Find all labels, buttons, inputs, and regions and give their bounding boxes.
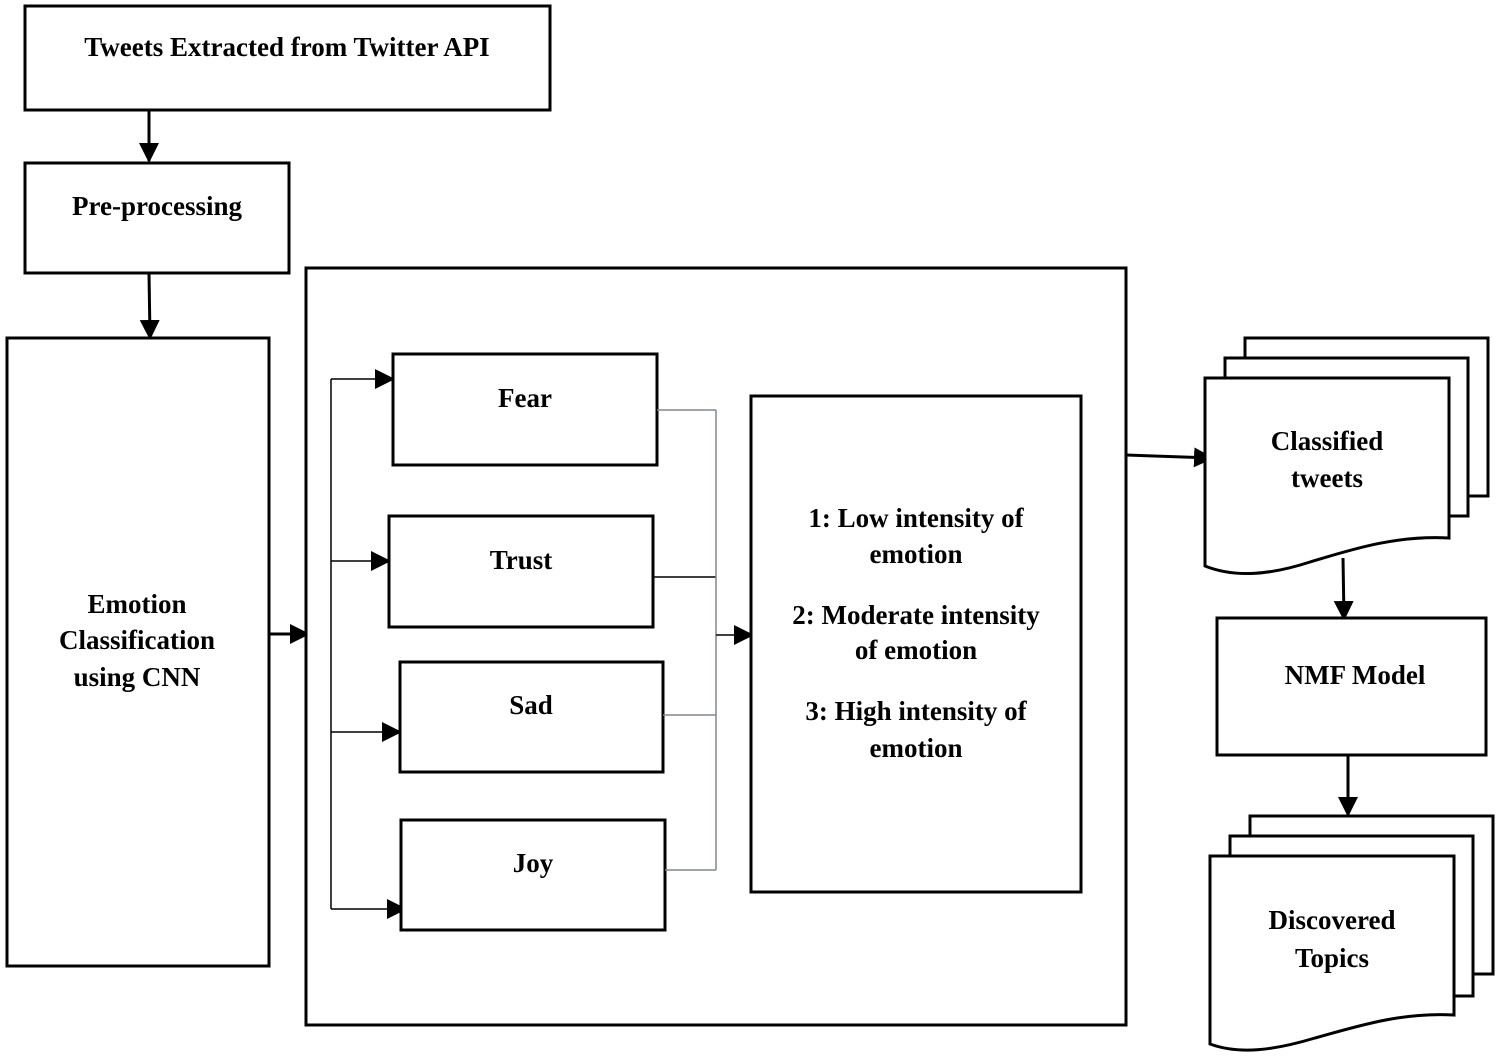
joy-node: Joy xyxy=(399,818,667,932)
arrow-container-to-classified xyxy=(1125,447,1214,468)
nmf-model-node: NMF Model xyxy=(1215,616,1488,757)
preprocessing-label: Pre-processing xyxy=(72,191,242,221)
discovered-topics-label-line1: Discovered xyxy=(1269,905,1396,935)
arrow-preprocessing-to-cnn xyxy=(139,272,160,340)
intensity-low-line1: 1: Low intensity of xyxy=(808,503,1024,533)
intensity-low-line2: emotion xyxy=(870,539,963,569)
sad-node: Sad xyxy=(398,660,665,774)
classified-tweets-label-line2: tweets xyxy=(1291,463,1363,493)
preprocessing-node: Pre-processing xyxy=(23,161,291,275)
fear-label: Fear xyxy=(498,383,552,413)
intensity-moderate-line1: 2: Moderate intensity xyxy=(792,600,1040,630)
joy-label: Joy xyxy=(513,848,554,878)
trust-node: Trust xyxy=(387,514,655,629)
discovered-topics-label-line2: Topics xyxy=(1295,943,1369,973)
intensity-node: 1: Low intensity of emotion 2: Moderate … xyxy=(749,394,1083,894)
emotion-classification-label-line2: Classification xyxy=(59,625,215,655)
emotion-classification-label-line3: using CNN xyxy=(74,662,201,692)
tweets-extracted-label: Tweets Extracted from Twitter API xyxy=(84,32,489,62)
emotion-classification-label-line1: Emotion xyxy=(87,589,186,619)
emotion-classification-node: Emotion Classification using CNN xyxy=(5,336,271,968)
classified-tweets-label-line1: Classified xyxy=(1271,426,1384,456)
intensity-high-line1: 3: High intensity of xyxy=(805,696,1027,726)
intensity-high-line2: emotion xyxy=(870,733,963,763)
trust-label: Trust xyxy=(490,545,553,575)
fear-node: Fear xyxy=(391,352,659,467)
emotion-merge-connector xyxy=(653,409,754,871)
sad-label: Sad xyxy=(509,690,553,720)
arrow-classified-to-nmf xyxy=(1333,557,1354,621)
emotion-branch-connector xyxy=(330,369,407,919)
discovered-topics-node: Discovered Topics xyxy=(1208,814,1495,1052)
nmf-model-label: NMF Model xyxy=(1285,660,1426,690)
tweets-extracted-node: Tweets Extracted from Twitter API xyxy=(23,4,552,112)
classified-tweets-node: Classified tweets xyxy=(1203,336,1490,576)
intensity-moderate-line2: of emotion xyxy=(855,635,977,665)
